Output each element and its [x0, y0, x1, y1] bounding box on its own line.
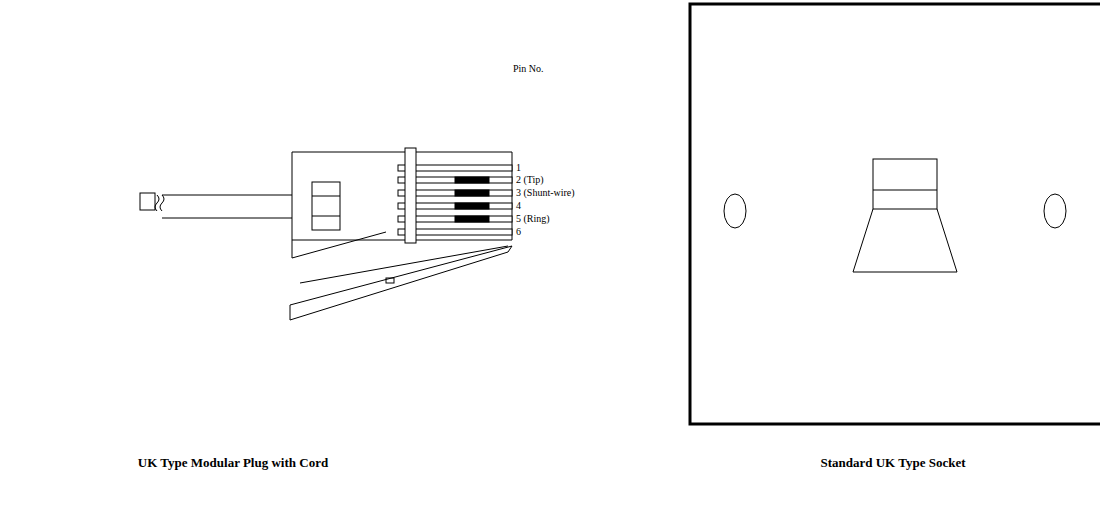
contact-blade [455, 216, 489, 222]
socket-opening [873, 159, 937, 209]
cord-end [140, 193, 155, 210]
pin-number: 6 [516, 227, 521, 237]
plug-latch [290, 246, 512, 320]
cord-break [155, 195, 159, 211]
plug-body [292, 152, 512, 240]
latch-notch [386, 278, 394, 283]
cord-line [162, 218, 292, 219]
strain-relief [312, 182, 340, 230]
screw-hole [724, 194, 746, 228]
pin-number: 1 [516, 163, 521, 173]
figure-caption: UK Type Modular Plug with Cord [138, 456, 328, 469]
screw-hole [1044, 194, 1066, 228]
socket-plate [690, 4, 1100, 424]
pin-heading: Pin No. [513, 64, 544, 74]
contact-blade [455, 203, 489, 209]
contact-blade [455, 177, 489, 183]
contact-bar [405, 148, 416, 243]
socket-opening [853, 209, 957, 272]
pin-number: 3 (Shunt-wire) [516, 188, 575, 198]
pin-number: 5 (Ring) [516, 214, 550, 224]
cord-break [160, 195, 164, 211]
contact-blade [455, 190, 489, 196]
cord-line [162, 195, 292, 196]
pin-number: 4 [516, 201, 521, 211]
figure-caption: Standard UK Type Socket [820, 456, 965, 469]
plug-latch [292, 232, 386, 258]
pin-number: 2 (Tip) [516, 175, 544, 185]
